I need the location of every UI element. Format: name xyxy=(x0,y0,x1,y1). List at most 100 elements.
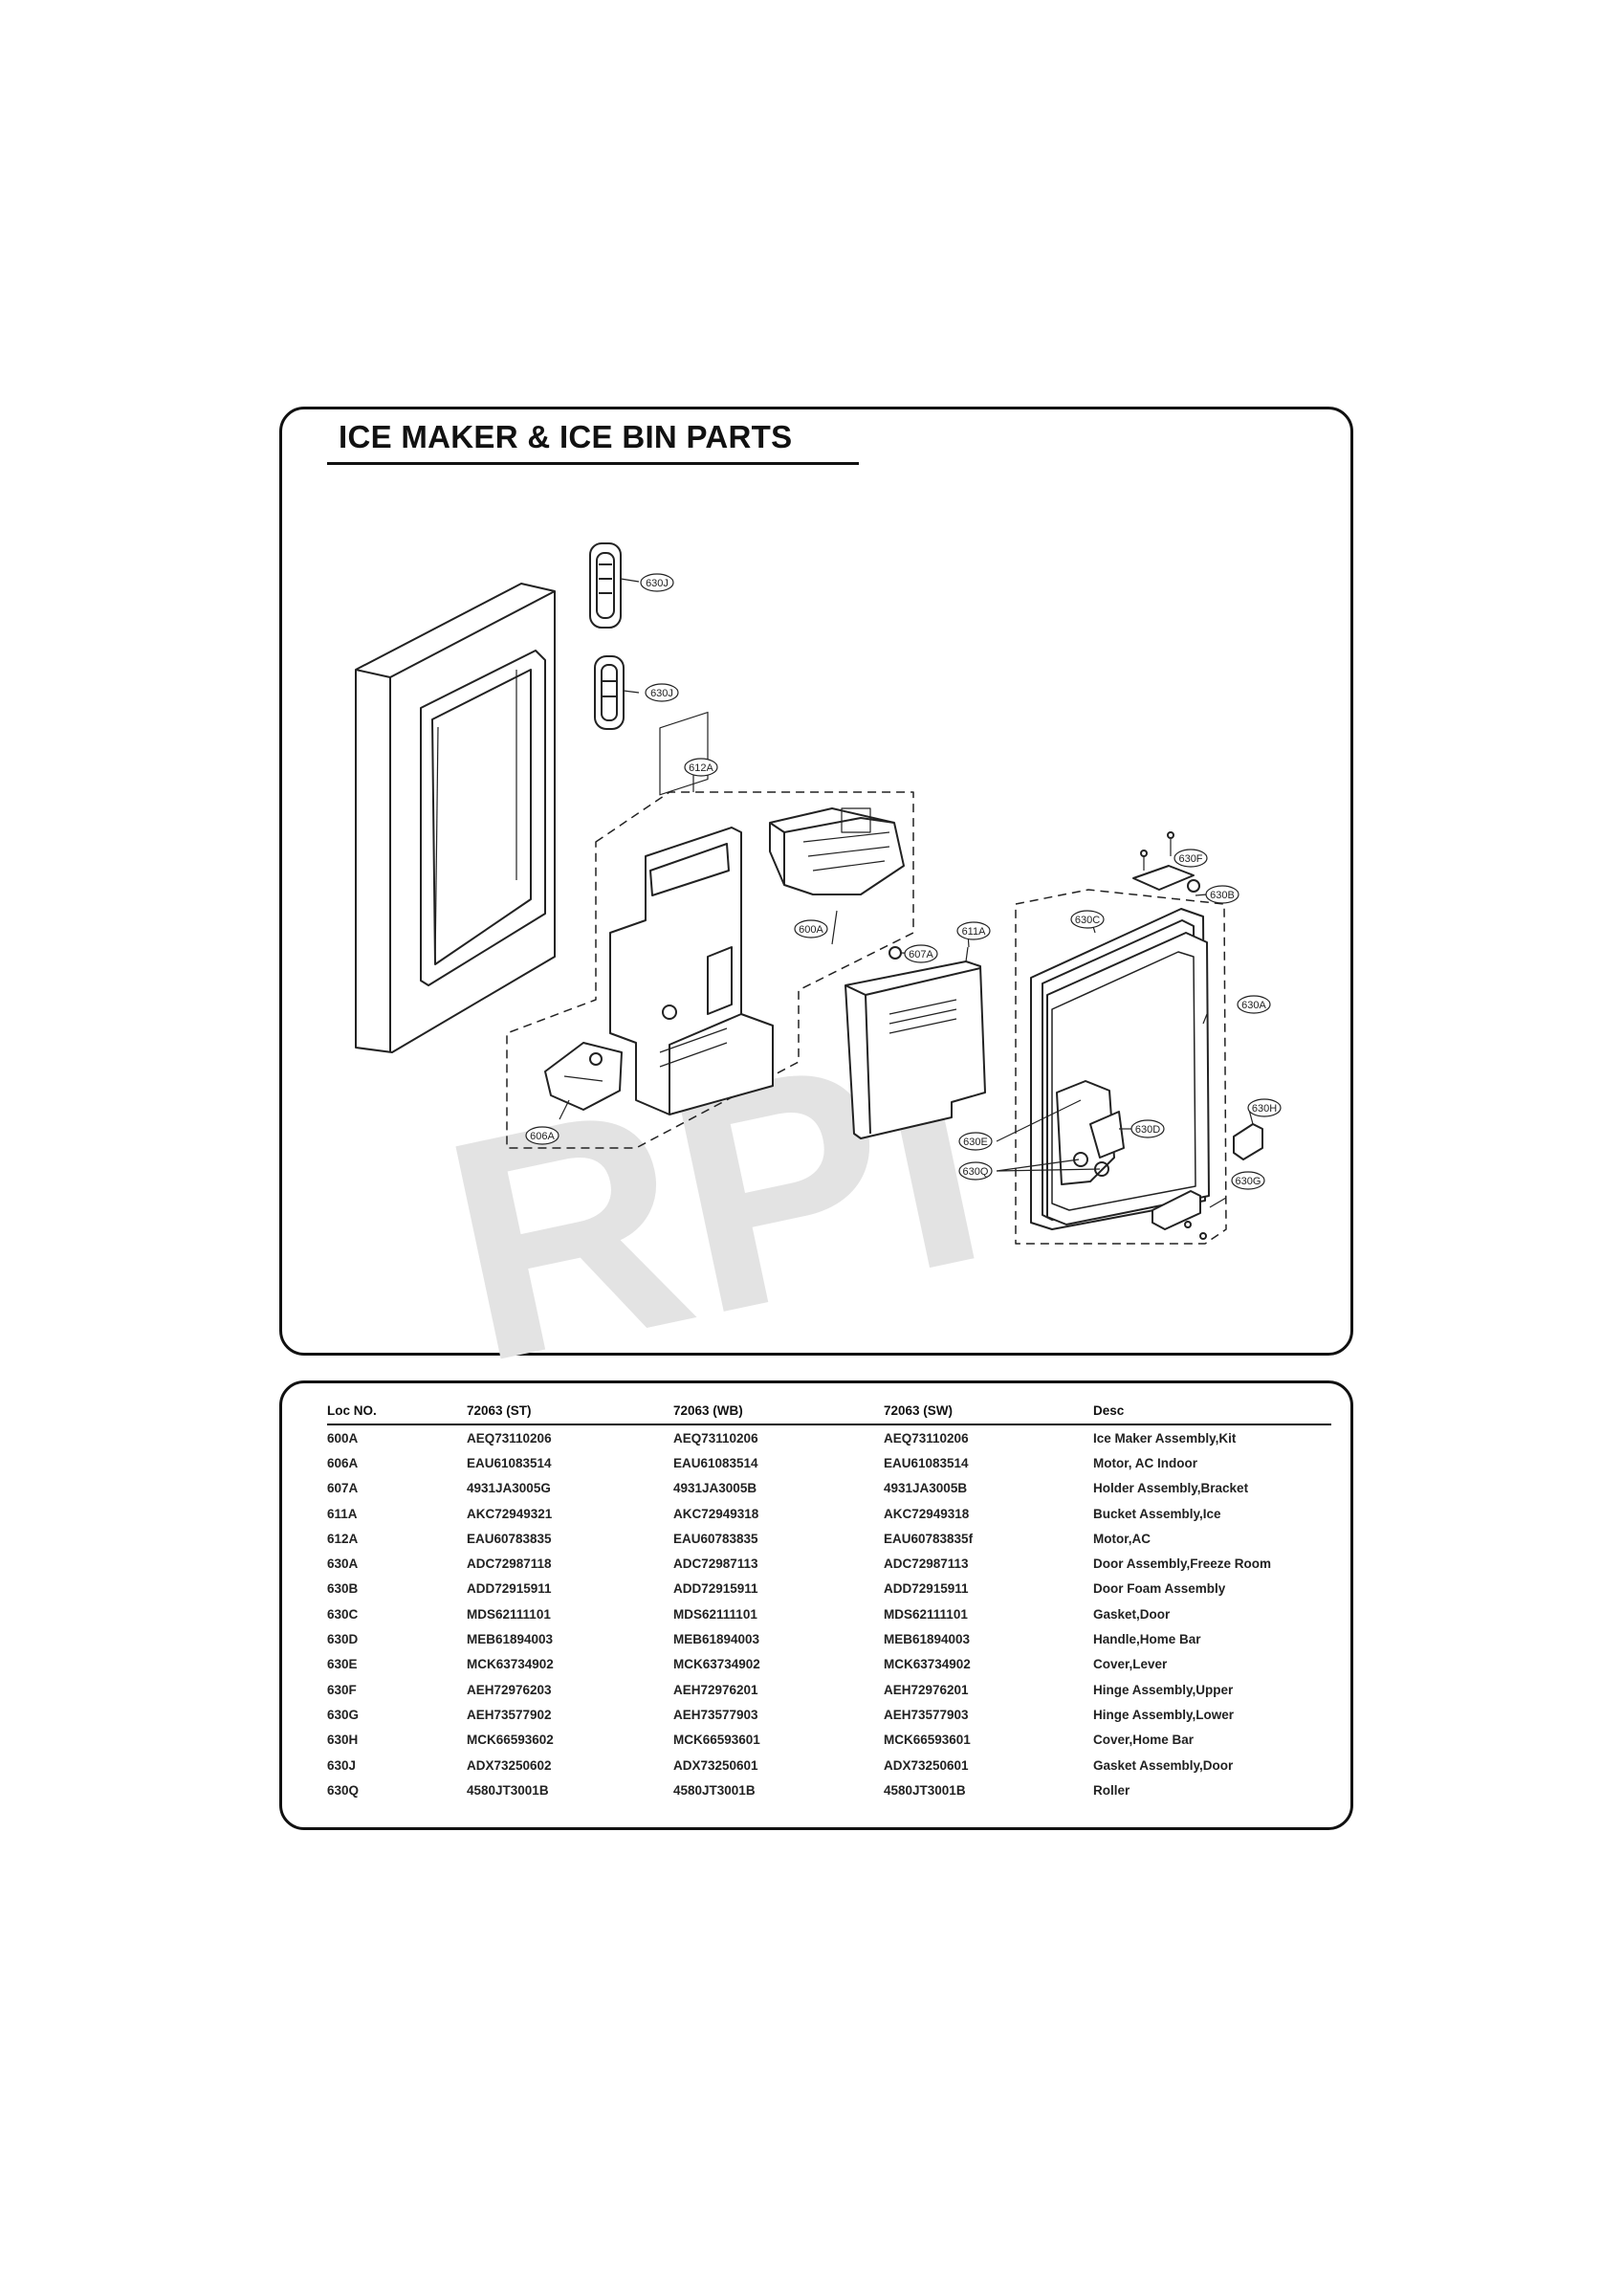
callout-bubble xyxy=(684,758,718,777)
cell-wb: EAU60783835 xyxy=(673,1531,758,1546)
cell-sw: AEH72976201 xyxy=(884,1682,969,1697)
header-72063-wb: 72063 (WB) xyxy=(673,1400,884,1425)
cell-st: EAU60783835 xyxy=(467,1531,552,1546)
cell-loc: 611A xyxy=(327,1506,358,1521)
cell-desc: Motor, AC Indoor xyxy=(1093,1455,1197,1470)
ice-bucket-drawing xyxy=(844,946,986,1139)
cell-sw: EAU61083514 xyxy=(884,1455,969,1470)
cell-wb: 4931JA3005B xyxy=(673,1481,757,1496)
callout-label: 630J xyxy=(646,578,669,589)
cell-desc: Hinge Assembly,Upper xyxy=(1093,1682,1234,1697)
cell-loc: 630Q xyxy=(327,1782,360,1798)
cell-st: ADX73250602 xyxy=(467,1757,552,1773)
cell-desc: Hinge Assembly,Lower xyxy=(1093,1707,1235,1722)
gasket-630j-lower xyxy=(594,655,625,730)
title-underline xyxy=(327,462,859,465)
cell-loc: 612A xyxy=(327,1531,359,1546)
cell-wb: MCK63734902 xyxy=(673,1657,760,1672)
cell-desc: Motor,AC xyxy=(1093,1531,1151,1546)
gasket-630j-upper xyxy=(589,542,622,629)
cell-sw: EAU60783835f xyxy=(884,1531,974,1546)
ice-maker-assembly-drawing xyxy=(769,807,905,895)
cell-sw: 4931JA3005B xyxy=(884,1481,968,1496)
cell-loc: 630H xyxy=(327,1733,359,1748)
cell-sw: MDS62111101 xyxy=(884,1606,968,1622)
callout-label: 630A xyxy=(1241,1000,1266,1011)
hinge-lower-drawing xyxy=(1151,1190,1207,1240)
cell-wb: MEB61894003 xyxy=(673,1632,760,1647)
cell-sw: AEH73577903 xyxy=(884,1707,969,1722)
cell-wb: MCK66593601 xyxy=(673,1733,760,1748)
cell-wb: ADD72915911 xyxy=(673,1581,758,1597)
callout-bubble xyxy=(1070,910,1105,929)
callout-label: 630B xyxy=(1210,890,1235,901)
callout-label: 611A xyxy=(962,926,987,938)
cell-loc: 600A xyxy=(327,1430,359,1446)
handle-630d-drawing xyxy=(1056,1080,1125,1185)
cell-st: MEB61894003 xyxy=(467,1632,554,1647)
cell-desc: Handle,Home Bar xyxy=(1093,1632,1201,1647)
cell-st: AEQ73110206 xyxy=(467,1430,552,1446)
table-row: 630G AEH73577902 AEH73577903 AEH73577903 Hin… xyxy=(327,1702,1331,1727)
cell-wb: MDS62111101 xyxy=(673,1606,757,1622)
cell-st: 4580JT3001B xyxy=(467,1782,549,1798)
cell-sw: ADX73250601 xyxy=(884,1757,969,1773)
cell-st: ADC72987118 xyxy=(467,1556,552,1572)
callout-label: 630E xyxy=(963,1137,988,1148)
cell-loc: 630J xyxy=(327,1757,357,1773)
cell-loc: 630F xyxy=(327,1682,357,1697)
callout-label: 600A xyxy=(799,924,823,936)
callout-bubble xyxy=(1237,995,1271,1014)
cell-st: EAU61083514 xyxy=(467,1455,552,1470)
cell-desc: Holder Assembly,Bracket xyxy=(1093,1481,1249,1496)
callout-bubble xyxy=(645,683,679,702)
callout-label: 612A xyxy=(689,762,713,774)
door-assembly-box xyxy=(1015,889,1227,1245)
callout-label: 630C xyxy=(1075,915,1100,926)
page-title: ICE MAKER & ICE BIN PARTS xyxy=(339,419,793,454)
cell-st: 4931JA3005G xyxy=(467,1481,551,1496)
cell-st: AEH72976203 xyxy=(467,1682,552,1697)
callout-bubble xyxy=(794,919,828,938)
cell-st: MCK66593602 xyxy=(467,1733,554,1748)
callout-label: 630D xyxy=(1135,1124,1160,1136)
cell-sw: AEQ73110206 xyxy=(884,1430,969,1446)
header-72063-st: 72063 (ST) xyxy=(467,1400,673,1425)
callout-bubble xyxy=(1173,849,1208,868)
motor-606a-drawing xyxy=(544,1042,623,1111)
cell-st: AEH73577902 xyxy=(467,1707,552,1722)
callout-bubble xyxy=(1247,1098,1282,1117)
cell-loc: 630A xyxy=(327,1556,359,1572)
cell-sw: 4580JT3001B xyxy=(884,1782,966,1798)
callout-label: 630Q xyxy=(963,1166,989,1178)
header-72063-sw: 72063 (SW) xyxy=(884,1400,1093,1425)
cell-desc: Ice Maker Assembly,Kit xyxy=(1093,1430,1237,1446)
cell-sw: MCK66593601 xyxy=(884,1733,971,1748)
cell-loc: 630E xyxy=(327,1657,358,1672)
door-frame-drawing xyxy=(355,583,556,1053)
callout-bubble xyxy=(904,944,938,963)
cell-sw: MCK63734902 xyxy=(884,1657,971,1672)
cell-sw: ADC72987113 xyxy=(884,1556,969,1572)
cell-loc: 630C xyxy=(327,1606,359,1622)
callout-label: 607A xyxy=(909,949,933,960)
cell-sw: ADD72915911 xyxy=(884,1581,969,1597)
header-loc-no: Loc NO. xyxy=(327,1400,467,1425)
cell-loc: 607A xyxy=(327,1481,359,1496)
cell-loc: 630G xyxy=(327,1707,360,1722)
cell-wb: ADC72987113 xyxy=(673,1556,758,1572)
cell-st: MCK63734902 xyxy=(467,1657,554,1672)
cell-wb: AKC72949318 xyxy=(673,1506,759,1521)
cell-wb: AEH73577903 xyxy=(673,1707,758,1722)
callout-bubble xyxy=(1231,1171,1265,1190)
callout-label: 630F xyxy=(1178,853,1202,865)
callout-bubble xyxy=(958,1132,993,1151)
